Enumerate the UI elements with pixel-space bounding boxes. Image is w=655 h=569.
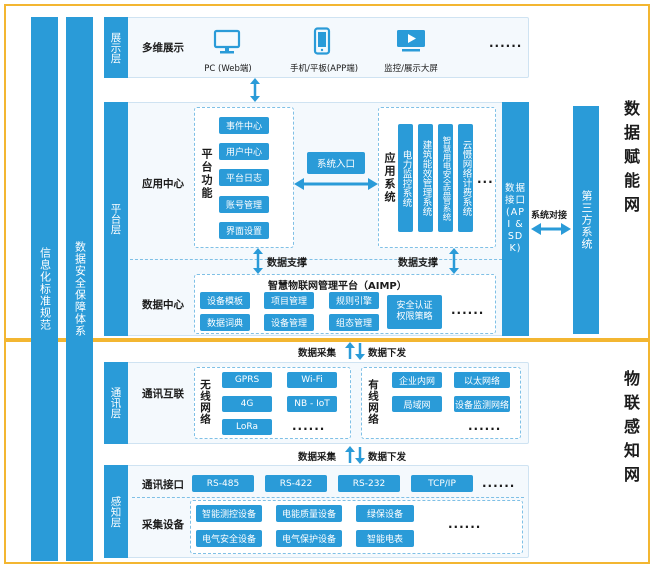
iot-perception-frame — [4, 340, 650, 564]
pc-monitor-icon — [213, 29, 241, 54]
display-more: ...... — [489, 36, 523, 50]
data-center-label: 数据中心 — [142, 299, 184, 311]
dev-more: ...... — [448, 517, 482, 531]
wireless-more: ...... — [292, 419, 326, 433]
collect-device-label: 采集设备 — [142, 519, 184, 531]
dc-more: ...... — [451, 303, 485, 317]
wireless-lora[interactable]: LoRa — [222, 419, 272, 435]
app-building-energy[interactable]: 建筑能效管理系统 — [418, 124, 433, 232]
iface-tcpip[interactable]: TCP/IP — [411, 475, 473, 492]
big-screen-icon — [397, 30, 425, 52]
wired-ethernet[interactable]: 以太网络 — [454, 372, 510, 388]
dc-scada-manage[interactable]: 组态管理 — [329, 314, 379, 331]
iface-more: ...... — [482, 476, 516, 490]
dev-smart-control[interactable]: 智能测控设备 — [196, 505, 262, 522]
info-standard-bar: 信息化标准规范 — [31, 17, 58, 561]
security-system-bar: 数据安全保障体系 — [66, 17, 93, 561]
data-empower-frame — [4, 4, 650, 340]
platform-func-label: 平台功能 — [200, 148, 213, 200]
system-dock-arrow — [531, 223, 571, 235]
platform-divider — [130, 259, 527, 260]
third-party-bar: 第三方系统 — [573, 106, 599, 334]
display-platform-arrow — [250, 78, 260, 102]
flow-arrow-top — [345, 342, 365, 360]
display-label: 多维展示 — [142, 42, 184, 54]
data-support-left: 数据支撑 — [267, 258, 307, 269]
wireless-4g[interactable]: 4G — [222, 396, 272, 412]
wireless-wifi[interactable]: Wi-Fi — [287, 372, 337, 388]
sense-layer-tab: 感知层 — [104, 465, 128, 558]
platform-layer-tab: 平台层 — [104, 102, 128, 336]
comm-label: 通讯互联 — [142, 388, 184, 400]
phone-icon — [313, 27, 331, 55]
dev-electric-safety[interactable]: 电气安全设备 — [196, 530, 262, 547]
app-cloud-billing[interactable]: 云慑网络计费系统 — [458, 124, 473, 232]
system-entry-arrow — [294, 178, 378, 190]
dc-project-manage[interactable]: 项目管理 — [264, 292, 314, 309]
data-interface-bar: 数据接口(API & SDK) — [502, 102, 529, 336]
func-account-manage[interactable]: 账号管理 — [219, 196, 269, 213]
system-entry[interactable]: 系统入口 — [307, 152, 365, 174]
iface-rs232[interactable]: RS-232 — [338, 475, 400, 492]
wireless-label: 无线网络 — [199, 379, 211, 425]
flow-arrow-bottom — [345, 446, 365, 464]
flow-collect-top: 数据采集 — [298, 348, 337, 359]
sense-divider — [132, 497, 524, 498]
flow-issue-bottom: 数据下发 — [368, 452, 407, 463]
app-center-label: 应用中心 — [142, 178, 184, 190]
app-more: ... — [477, 172, 494, 186]
data-interface-label: 数据接口(API & SDK) — [504, 183, 526, 254]
comm-layer-tab: 通讯层 — [104, 362, 128, 444]
dc-rule-engine[interactable]: 规则引擎 — [329, 292, 379, 309]
comm-interface-label: 通讯接口 — [142, 479, 184, 491]
app-system-box — [378, 107, 496, 248]
app-power-monitor[interactable]: 电力监控系统 — [398, 124, 413, 232]
func-event-center[interactable]: 事件中心 — [219, 117, 269, 134]
wireless-nb-iot[interactable]: NB - IoT — [287, 396, 337, 412]
display-layer-tab: 展示层 — [104, 17, 128, 78]
data-support-right: 数据支撑 — [398, 258, 438, 269]
flow-collect-bottom: 数据采集 — [298, 452, 337, 463]
wired-label: 有线网络 — [367, 379, 379, 425]
func-user-center[interactable]: 用户中心 — [219, 143, 269, 160]
wireless-gprs[interactable]: GPRS — [222, 372, 272, 388]
data-empower-title: 数据赋能网 — [621, 100, 640, 220]
mobile-app-label: 手机/平板(APP端) — [289, 64, 359, 74]
data-support-left-arrow — [253, 248, 263, 274]
display-layer — [104, 17, 529, 78]
iface-rs485[interactable]: RS-485 — [192, 475, 254, 492]
aimp-title: 智慧物联网管理平台（AIMP） — [268, 281, 407, 292]
flow-issue-top: 数据下发 — [368, 348, 407, 359]
iot-perception-title: 物联感知网 — [621, 370, 640, 490]
func-platform-log[interactable]: 平台日志 — [219, 169, 269, 186]
dev-smart-meter[interactable]: 智能电表 — [356, 530, 414, 547]
wired-enterprise-intranet[interactable]: 企业内网 — [392, 372, 442, 388]
wired-device-monitor-net[interactable]: 设备监测网络 — [454, 396, 510, 412]
func-ui-settings[interactable]: 界面设置 — [219, 222, 269, 239]
monitor-screen-label: 监控/展示大屏 — [384, 64, 438, 74]
app-system-label: 应用系统 — [383, 152, 396, 204]
wired-lan[interactable]: 局域网 — [392, 396, 442, 412]
system-dock-label: 系统对接 — [531, 211, 568, 221]
wired-more: ...... — [468, 419, 502, 433]
pc-web-label: PC (Web端) — [204, 64, 252, 74]
data-support-right-arrow — [449, 248, 459, 274]
dev-power-quality[interactable]: 电能质量设备 — [276, 505, 342, 522]
app-smart-electric-safety[interactable]: 智慧用电安全监管系统 — [438, 124, 453, 232]
dev-electric-protect[interactable]: 电气保护设备 — [276, 530, 342, 547]
dev-green-protect[interactable]: 绿保设备 — [356, 505, 414, 522]
dc-data-dictionary[interactable]: 数据词典 — [200, 314, 250, 331]
dc-security-auth[interactable]: 安全认证 权限策略 — [387, 295, 442, 329]
dc-device-manage[interactable]: 设备管理 — [264, 314, 314, 331]
iface-rs422[interactable]: RS-422 — [265, 475, 327, 492]
dc-device-template[interactable]: 设备模板 — [200, 292, 250, 309]
